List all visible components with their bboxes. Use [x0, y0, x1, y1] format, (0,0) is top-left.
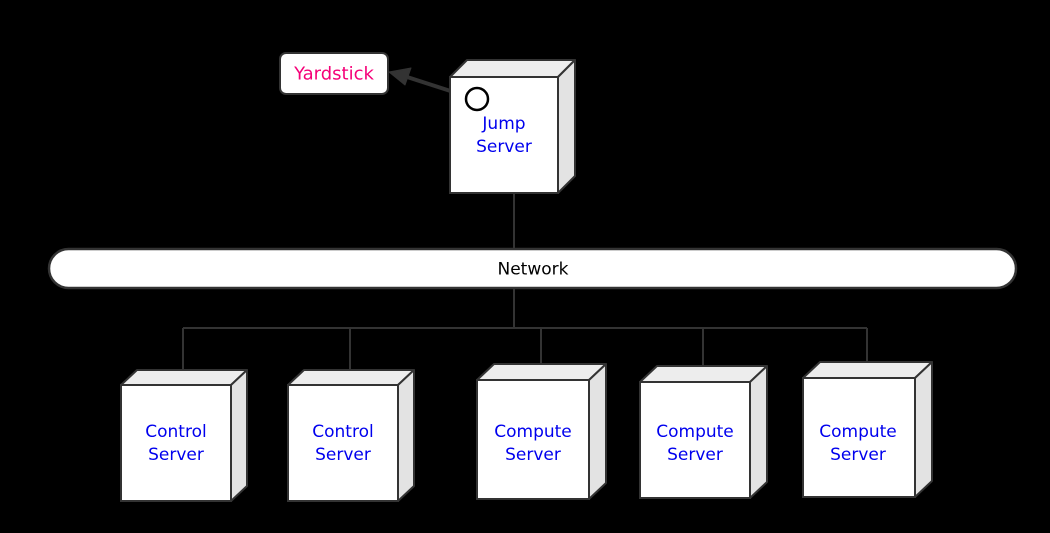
- control-server-1-label-line2: Server: [148, 445, 204, 465]
- yardstick-callout-label: Yardstick: [293, 64, 374, 85]
- control-server-2-label-line2: Server: [315, 445, 371, 465]
- circle-port-icon[interactable]: [464, 86, 490, 112]
- compute-server-3-label-line1: Compute: [819, 422, 897, 442]
- control-server-2-box-front[interactable]: [287, 384, 399, 502]
- compute-server-2-node[interactable]: Compute Server: [639, 365, 768, 499]
- control-server-1-label-line1: Control: [145, 422, 206, 442]
- compute-server-1-node[interactable]: Compute Server: [476, 363, 607, 500]
- control-server-2-box-side: [397, 369, 415, 502]
- compute-server-3-box-top: [802, 361, 933, 379]
- compute-server-1-box-top: [476, 363, 607, 381]
- yardstick-callout-box[interactable]: [279, 52, 389, 95]
- compute-server-3-box-front[interactable]: [802, 377, 916, 498]
- control-server-1-box-top: [120, 369, 248, 386]
- jump-server-box-top: [449, 59, 576, 78]
- compute-server-1-label-line2: Server: [505, 445, 561, 465]
- network-bar[interactable]: [47, 247, 1018, 290]
- yardstick-callout[interactable]: Yardstick: [279, 52, 389, 95]
- control-server-2-node[interactable]: Control Server: [287, 369, 415, 502]
- compute-server-3-box-side: [914, 361, 933, 498]
- network-node[interactable]: Network: [47, 247, 1018, 290]
- control-server-1-box-side: [230, 369, 248, 502]
- control-server-2-label-line1: Control: [312, 422, 373, 442]
- jump-server-node[interactable]: Jump Server: [449, 59, 576, 194]
- jump-server-label-line2: Server: [476, 137, 532, 157]
- compute-server-2-box-side: [749, 365, 768, 499]
- compute-server-2-label-line1: Compute: [656, 422, 734, 442]
- compute-server-2-label-line2: Server: [667, 445, 723, 465]
- compute-server-1-box-side: [588, 363, 607, 500]
- control-server-1-node[interactable]: Control Server: [120, 369, 248, 502]
- jump-server-box-side: [557, 59, 576, 194]
- jump-server-label-line1: Jump: [481, 114, 525, 134]
- compute-server-3-node[interactable]: Compute Server: [802, 361, 933, 498]
- compute-server-2-box-front[interactable]: [639, 381, 751, 499]
- compute-server-2-box-top: [639, 365, 768, 383]
- compute-server-1-box-front[interactable]: [476, 379, 590, 500]
- network-label: Network: [498, 260, 569, 280]
- control-server-1-box-front[interactable]: [120, 384, 232, 502]
- control-server-2-box-top: [287, 369, 415, 386]
- compute-server-1-label-line1: Compute: [494, 422, 572, 442]
- yardstick-arrow-head: [388, 67, 412, 86]
- compute-server-3-label-line2: Server: [830, 445, 886, 465]
